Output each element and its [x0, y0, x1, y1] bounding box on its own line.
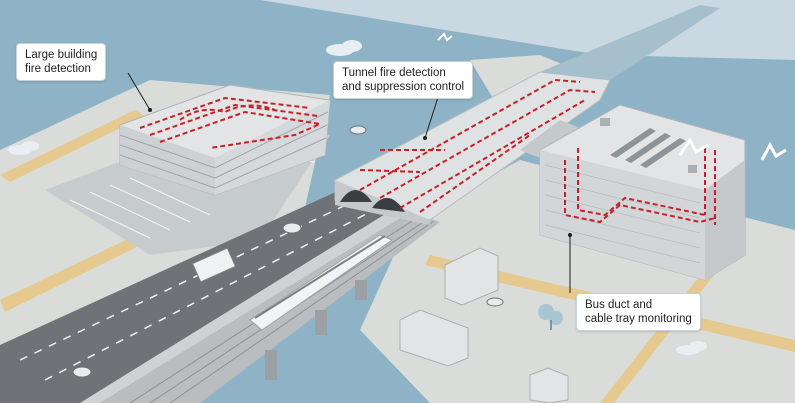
road-edge-left — [0, 110, 145, 182]
callout-text: cable tray monitoring — [585, 313, 692, 325]
submerged-tunnel — [540, 5, 720, 80]
large-building-front — [120, 125, 215, 195]
bus-duct-lines — [564, 148, 716, 225]
small-building — [399, 309, 469, 367]
highway — [0, 190, 400, 403]
tunnel-portal — [372, 197, 405, 212]
cloud — [8, 141, 39, 155]
large-building-side — [215, 100, 330, 195]
leader-dot — [423, 136, 427, 140]
car — [282, 222, 302, 234]
tunnel-detection-lines — [359, 78, 596, 213]
roof-units — [610, 128, 686, 168]
bird — [760, 141, 787, 161]
callout-large-building: Large building fire detection — [16, 43, 107, 81]
bridge-pier — [315, 310, 327, 335]
car — [486, 297, 504, 307]
train-windows — [254, 235, 386, 319]
small-building — [529, 367, 569, 403]
building-detection-lines — [139, 96, 324, 149]
callout-text: Large building — [25, 49, 98, 61]
tunnel-portal — [340, 190, 372, 202]
callout-text: fire detection — [25, 63, 91, 75]
tree — [538, 304, 563, 330]
office-building-front — [540, 150, 705, 280]
bird — [437, 32, 453, 42]
car — [72, 366, 92, 378]
callout-tunnel: Tunnel fire detection and suppression co… — [333, 61, 474, 99]
leader-dot — [148, 108, 152, 112]
bird — [678, 137, 709, 156]
small-building — [444, 247, 499, 306]
highway-side-barrier — [80, 205, 410, 403]
high-speed-train — [249, 234, 394, 331]
roof-vent — [688, 165, 697, 173]
cloud — [326, 40, 362, 56]
truck — [191, 247, 237, 283]
bridge-pier — [265, 350, 277, 380]
car — [349, 125, 367, 135]
leader-dot — [568, 233, 572, 237]
callout-text: Bus duct and — [585, 299, 653, 311]
large-building-floors — [119, 111, 329, 189]
callout-text: Tunnel fire detection — [342, 67, 446, 79]
leader-line-building — [127, 72, 151, 111]
roof-vent — [600, 118, 610, 126]
callout-text: and suppression control — [342, 81, 465, 93]
callout-bus-duct: Bus duct and cable tray monitoring — [576, 293, 701, 331]
bridge-pier — [355, 280, 367, 300]
tunnel-ramp — [520, 120, 580, 158]
cloud — [676, 341, 707, 355]
